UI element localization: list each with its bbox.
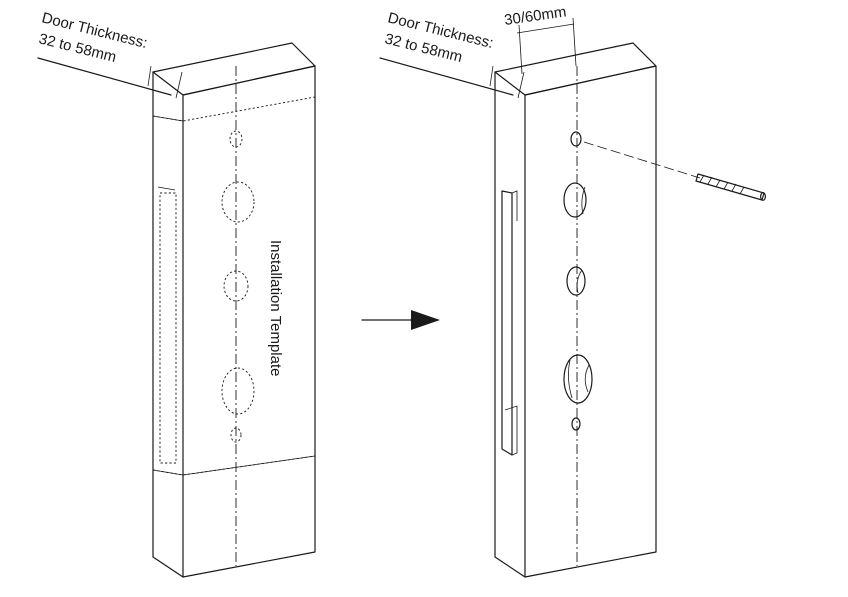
left-door-top-face	[152, 42, 316, 96]
left-door-edge-face	[152, 71, 184, 578]
template-mortise-outline	[159, 192, 177, 464]
process-arrow	[361, 310, 440, 330]
left-dimension-tick-a	[147, 65, 152, 87]
template-bottom-edge	[152, 455, 316, 476]
mortise-inner-upper	[511, 190, 518, 221]
template-hole-top	[229, 130, 243, 148]
template-upper-fold	[152, 96, 316, 122]
right-door-edge-face	[494, 71, 526, 578]
backset-extension-right	[572, 17, 577, 67]
arrow-head-icon	[411, 310, 440, 330]
right-door-top-face	[494, 42, 657, 96]
backset-extension-left	[518, 24, 523, 75]
drilled-hole-handle	[563, 182, 587, 218]
template-mortise-tab	[157, 186, 176, 191]
drilled-hole-bottom	[571, 417, 581, 431]
drill-guide-line	[583, 141, 701, 179]
drilled-hole-middle-depth	[576, 269, 583, 294]
drilled-hole-handle-depth	[581, 186, 586, 215]
left-door-front-face	[182, 65, 316, 578]
template-lower-fold	[152, 455, 316, 476]
drilled-hole-cylinder-depth-b	[584, 364, 590, 393]
drilled-hole-cylinder-depth-a	[568, 359, 573, 399]
right-dimension-tick-b	[517, 71, 525, 99]
template-hole-bottom	[230, 427, 242, 443]
right-dimension-line	[379, 57, 514, 96]
template-label: Installation Template	[267, 240, 284, 376]
template-top-edge	[152, 115, 184, 122]
right-dimension-tick-a	[489, 65, 494, 87]
drill-bit-icon	[695, 173, 766, 201]
mortise-inner-lower	[504, 405, 518, 456]
right-door	[379, 17, 766, 578]
left-dimension-tick-b	[175, 71, 183, 99]
left-dimension-line	[37, 57, 172, 96]
backset-label: 30/60mm	[503, 3, 567, 29]
template-hole-handle	[221, 181, 255, 223]
left-door	[37, 42, 316, 578]
backset-dimension-line	[516, 23, 575, 34]
drilled-hole-cylinder	[563, 354, 593, 404]
template-hole-cylinder	[221, 367, 255, 415]
right-door-front-face	[524, 65, 657, 578]
drilled-hole-middle	[566, 266, 586, 296]
drilled-hole-top	[570, 131, 582, 147]
template-hole-middle	[223, 270, 249, 302]
mortise-cut	[501, 190, 513, 456]
